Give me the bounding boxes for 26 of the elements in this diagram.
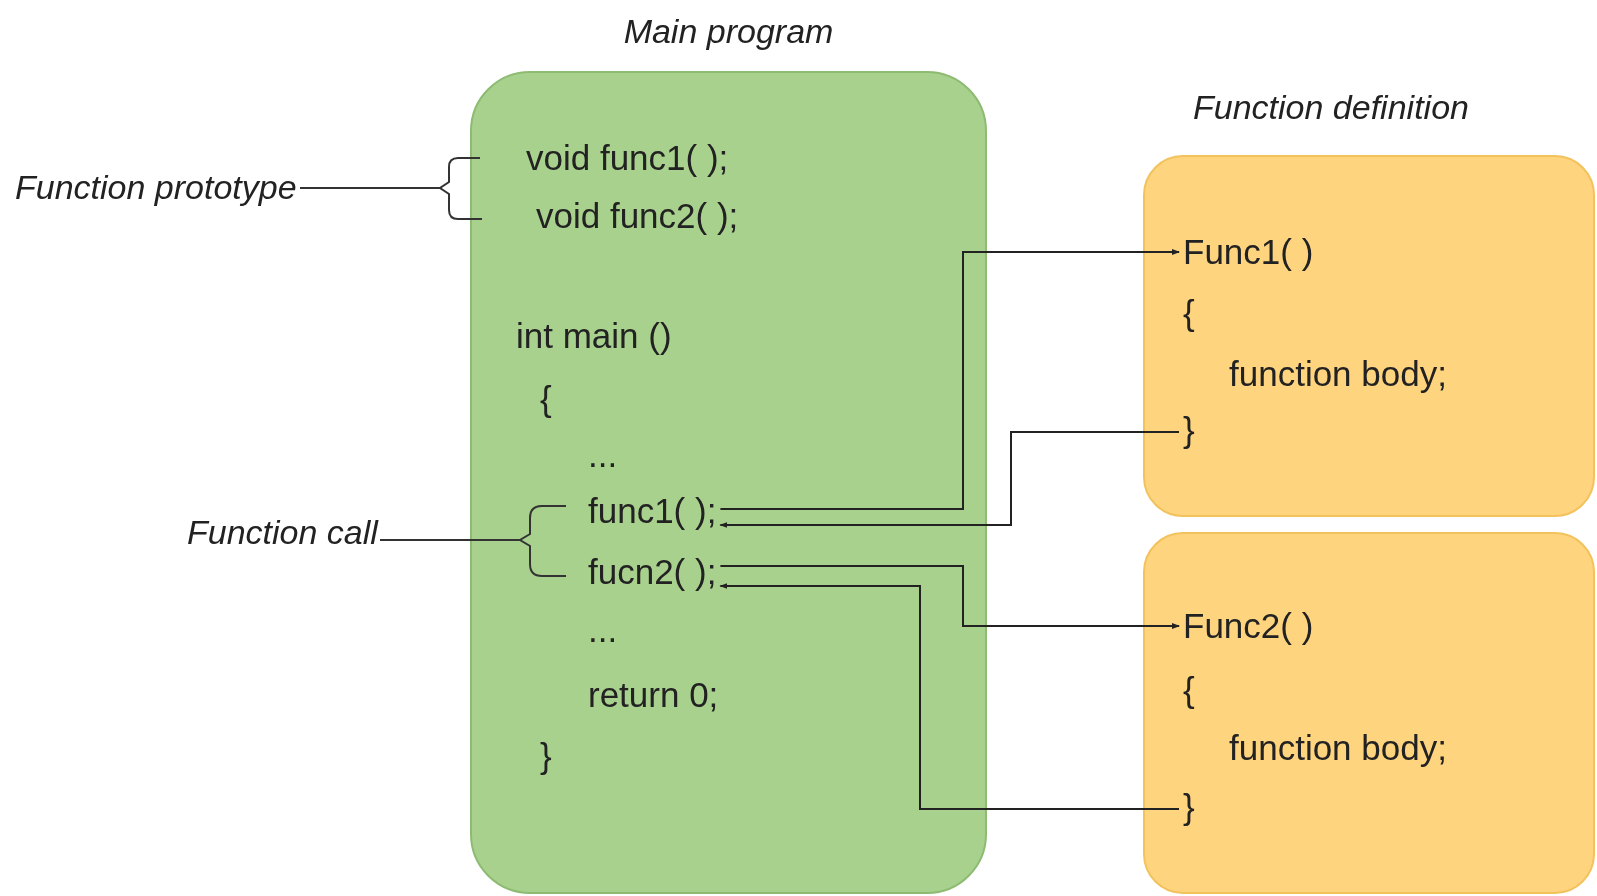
code-line: ... xyxy=(588,435,618,475)
code-line: { xyxy=(540,379,552,419)
panel-heading: Function definition xyxy=(1193,87,1469,128)
arrow xyxy=(719,583,1180,810)
code-line: void func1( ); xyxy=(526,138,729,178)
code-line: int main () xyxy=(516,316,672,356)
code-line: { xyxy=(1183,670,1195,710)
code-line: } xyxy=(1183,410,1195,450)
code-line: void func2( ); xyxy=(536,196,739,236)
code-line: function body; xyxy=(1229,728,1447,768)
annotation-label: Function prototype xyxy=(15,167,297,208)
code-line: func1( ); xyxy=(588,491,717,531)
code-line: function body; xyxy=(1229,354,1447,394)
arrow xyxy=(719,565,1180,629)
annotation-label: Function call xyxy=(187,512,378,553)
code-line: return 0; xyxy=(588,675,719,715)
code-line: } xyxy=(1183,787,1195,827)
arrow xyxy=(719,431,1180,528)
code-line: Func2( ) xyxy=(1183,606,1314,646)
code-line: } xyxy=(540,736,552,776)
code-line: fucn2( ); xyxy=(588,552,717,592)
code-line: Func1( ) xyxy=(1183,232,1314,272)
arrow xyxy=(719,249,1180,510)
panel-heading: Main program xyxy=(623,11,834,52)
code-line: ... xyxy=(588,610,618,650)
code-line: { xyxy=(1183,293,1195,333)
